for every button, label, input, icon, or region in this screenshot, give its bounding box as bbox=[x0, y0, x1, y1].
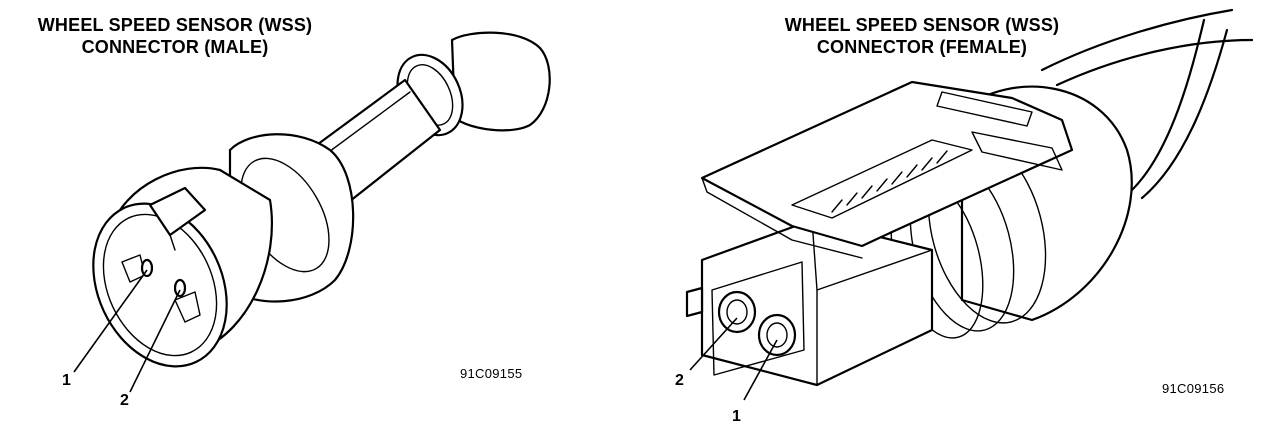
male-pin2-leader bbox=[129, 289, 181, 393]
male-title-line2: CONNECTOR (MALE) bbox=[81, 37, 269, 57]
female-socket-2 bbox=[717, 290, 757, 334]
female-pin2-leader bbox=[689, 317, 738, 371]
male-connector-panel: WHEEL SPEED SENSOR (WSS) CONNECTOR (MALE… bbox=[0, 14, 551, 409]
female-pin1-leader bbox=[743, 339, 778, 401]
male-connector-face bbox=[92, 186, 228, 368]
female-connector-panel: WHEEL SPEED SENSOR (WSS) CONNECTOR (FEMA… bbox=[632, 0, 1264, 436]
female-wires bbox=[1040, 8, 1254, 200]
female-socket-1 bbox=[757, 313, 797, 357]
male-title-line1: WHEEL SPEED SENSOR (WSS) bbox=[37, 15, 313, 35]
male-connector-title: WHEEL SPEED SENSOR (WSS) CONNECTOR (MALE… bbox=[0, 14, 355, 58]
male-pins bbox=[140, 258, 187, 298]
male-pin-1 bbox=[140, 258, 154, 278]
female-pin2-label: 2 bbox=[675, 372, 684, 389]
male-pin1-label: 1 bbox=[62, 372, 71, 389]
female-latch bbox=[700, 80, 1074, 259]
female-connector-drawing bbox=[685, 8, 1254, 401]
female-sockets bbox=[711, 261, 805, 376]
female-pin1-label: 1 bbox=[732, 408, 741, 425]
female-figure-code: 91C09156 bbox=[1162, 381, 1225, 396]
male-pin-2 bbox=[173, 278, 187, 298]
female-title-line2: CONNECTOR (FEMALE) bbox=[816, 37, 1028, 57]
male-connector-drawing bbox=[73, 31, 551, 393]
female-title-line1: WHEEL SPEED SENSOR (WSS) bbox=[784, 15, 1060, 35]
male-figure-code: 91C09155 bbox=[460, 366, 523, 381]
male-pin1-leader bbox=[73, 269, 148, 373]
male-pin2-label: 2 bbox=[120, 392, 129, 409]
female-connector-title: WHEEL SPEED SENSOR (WSS) CONNECTOR (FEMA… bbox=[732, 14, 1112, 58]
